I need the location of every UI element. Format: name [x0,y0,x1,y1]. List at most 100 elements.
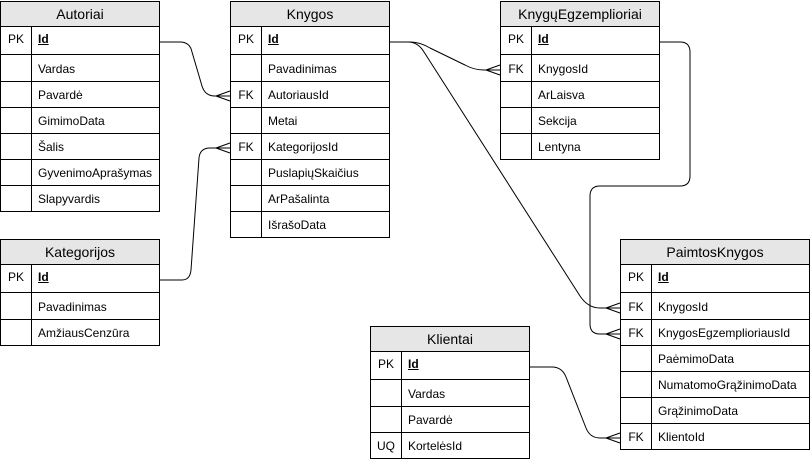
key-badge [1,160,31,186]
field-name: GrąžinimoData [658,404,739,418]
key-badge [371,407,401,433]
field-row-id[interactable]: PK Id [1,26,159,55]
key-badge [1,320,31,346]
row-separator [621,371,809,372]
field-row-pavard[interactable]: Pavardė [1,82,159,108]
field-row-puslapi-skai-ius[interactable]: PuslapiųSkaičius [231,160,389,186]
row-separator [1,185,159,186]
entity-title: Autoriai [0,1,160,27]
field-row-arlaisva[interactable]: ArLaisva [501,82,659,108]
field-row-gyvenimoapra-ymas[interactable]: GyvenimoAprašymas [1,160,159,186]
key-badge [371,381,401,407]
field-name: AutoriausId [268,88,329,102]
key-column-divider [261,27,262,237]
field-name: Vardas [38,62,76,76]
field-name: Slapyvardis [38,192,101,206]
field-row-pavadinimas[interactable]: Pavadinimas [1,294,159,320]
row-separator [231,185,389,186]
key-column-divider [31,27,32,211]
key-column-divider [31,265,32,345]
key-badge: FK [628,326,644,340]
key-badge: PK [237,32,254,46]
field-row-pavard[interactable]: Pavardė [371,407,529,433]
field-row-vardas[interactable]: Vardas [371,381,529,407]
field-name: KnygosEgzemplioriausId [658,326,791,340]
key-badge [621,398,651,424]
connector-autoriai-knygos [160,41,230,97]
row-separator [1,292,159,293]
field-row-alis[interactable]: Šalis [1,134,159,160]
field-row-vardas[interactable]: Vardas [1,56,159,82]
field-row-sekcija[interactable]: Sekcija [501,108,659,134]
key-badge [501,82,531,108]
field-row-numatomogr-inimodata[interactable]: NumatomoGrąžinimoData [621,372,809,398]
field-name: Šalis [38,140,65,154]
field-name: Id [38,32,49,46]
crowfoot-egzemplioriai-paimtos [605,328,621,340]
field-name: PuslapiųSkaičius [268,166,359,180]
key-badge: FK [628,300,644,314]
field-row-i-ra-odata[interactable]: IšrašoData [231,212,389,238]
key-badge [231,160,261,186]
row-separator [1,107,159,108]
field-row-knygosegzemplioriausid[interactable]: FK KnygosEgzemplioriausId [621,320,809,346]
field-name: Vardas [408,387,446,401]
key-badge [1,294,31,320]
row-separator [1,54,159,55]
field-row-pavadinimas[interactable]: Pavadinimas [231,56,389,82]
field-name: KnygosId [538,62,589,76]
field-row-gr-inimodata[interactable]: GrąžinimoData [621,398,809,424]
field-name: KnygosId [658,300,709,314]
key-badge [1,134,31,160]
key-badge [231,212,261,238]
field-name: Id [268,32,279,46]
field-row-pa-mimodata[interactable]: PaėmimoData [621,346,809,372]
field-row-metai[interactable]: Metai [231,108,389,134]
row-separator [1,159,159,160]
row-separator [371,406,529,407]
row-separator [371,432,529,433]
key-badge: FK [238,140,254,154]
row-separator [621,292,809,293]
field-row-knygosid[interactable]: FK KnygosId [621,294,809,320]
field-row-gimimodata[interactable]: GimimoData [1,108,159,134]
key-badge [621,346,651,372]
key-column-divider [651,265,652,449]
row-separator [621,423,809,424]
field-name: Id [38,270,49,284]
key-badge [1,56,31,82]
key-badge [231,108,261,134]
field-row-lentyna[interactable]: Lentyna [501,134,659,160]
field-row-am-iauscenz-ra[interactable]: AmžiausCenzūra [1,320,159,346]
field-row-arpa-alinta[interactable]: ArPašalinta [231,186,389,212]
field-row-id[interactable]: PK Id [231,26,389,55]
crowfoot-klientai-paimtos [605,432,621,444]
entity-title: KnygųEgzemplioriai [500,1,660,27]
key-column-divider [401,352,402,458]
field-row-slapyvardis[interactable]: Slapyvardis [1,186,159,212]
row-separator [231,133,389,134]
crowfoot-knygos-egzemplioriai [485,64,501,76]
row-separator [1,81,159,82]
field-name: KlientoId [658,430,705,444]
crowfoot-kategorijos-knygos [215,142,231,154]
key-badge: PK [7,32,24,46]
field-name: Id [538,32,549,46]
row-separator [501,54,659,55]
